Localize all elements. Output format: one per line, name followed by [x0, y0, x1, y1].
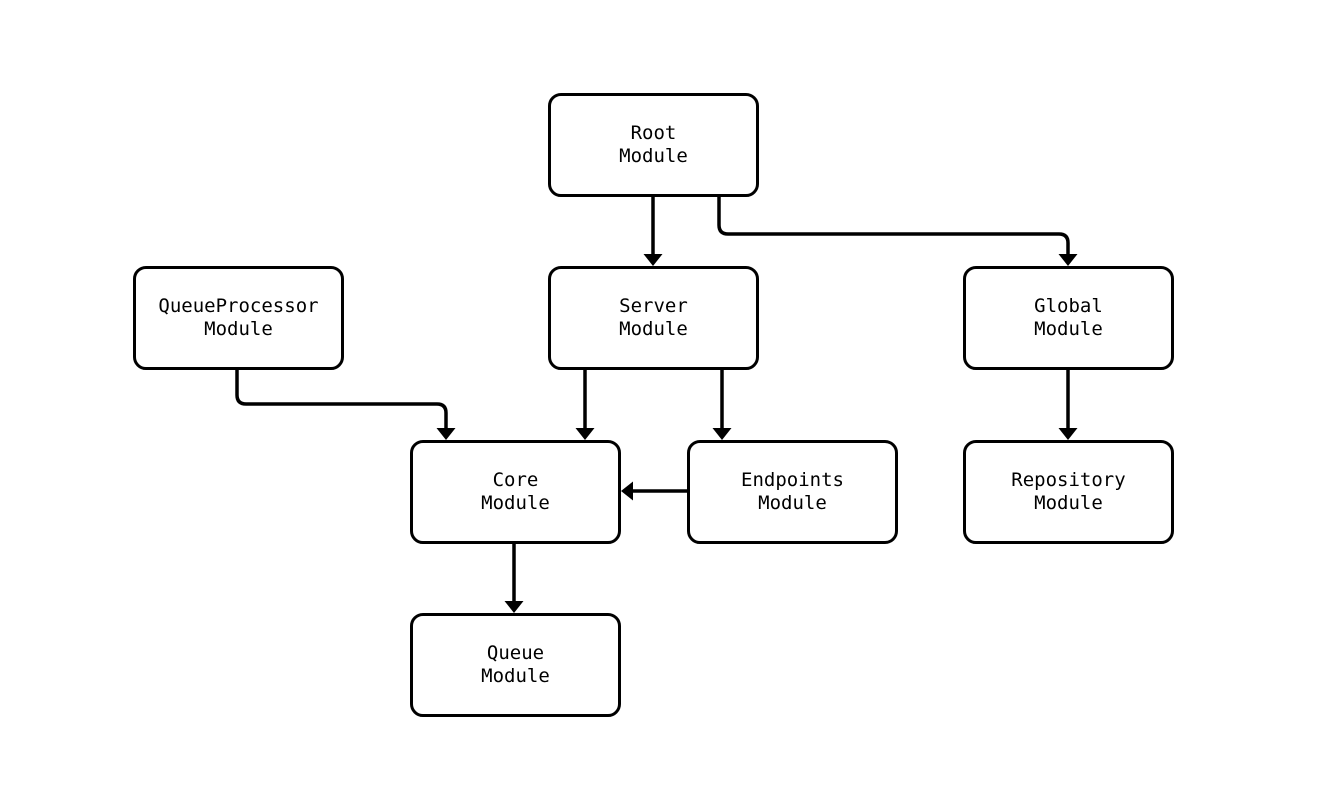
- edge-root-to-global: [717, 197, 1070, 255]
- node-label-line1: Repository: [1011, 469, 1126, 491]
- node-label-line2: Module: [619, 145, 688, 167]
- node-label-line2: Module: [481, 665, 550, 687]
- edge-queueprocessor-to-core: [235, 370, 448, 429]
- node-label-line1: Core: [492, 469, 539, 491]
- node-label-line2: Module: [1034, 318, 1103, 340]
- node-endpoints-module[interactable]: Endpoints Module: [687, 440, 898, 544]
- node-root-module[interactable]: Root Module: [548, 93, 759, 197]
- node-server-module[interactable]: Server Module: [548, 266, 759, 370]
- node-repository-module[interactable]: Repository Module: [963, 440, 1174, 544]
- node-label-line2: Module: [204, 318, 273, 340]
- node-queueprocessor-module[interactable]: QueueProcessor Module: [133, 266, 344, 370]
- arrowhead-root-to-global: [1058, 254, 1078, 266]
- arrowhead-root-to-server: [643, 254, 663, 266]
- node-label-line1: Queue: [486, 642, 545, 664]
- node-label-line1: QueueProcessor: [158, 295, 319, 317]
- arrowhead-core-to-queue: [504, 601, 524, 613]
- node-core-module[interactable]: Core Module: [410, 440, 621, 544]
- node-label-line2: Module: [1034, 492, 1103, 514]
- arrowhead-server-to-core: [575, 428, 595, 440]
- node-label-line1: Endpoints: [741, 469, 844, 491]
- node-label-line2: Module: [758, 492, 827, 514]
- node-label-line2: Module: [619, 318, 688, 340]
- node-label-line1: Global: [1034, 295, 1103, 317]
- node-label-line1: Root: [630, 122, 677, 144]
- arrowhead-endpoints-to-core: [621, 481, 633, 501]
- arrowhead-global-to-repository: [1058, 428, 1078, 440]
- arrowhead-server-to-endpoints: [712, 428, 732, 440]
- node-global-module[interactable]: Global Module: [963, 266, 1174, 370]
- node-label-line2: Module: [481, 492, 550, 514]
- node-queue-module[interactable]: Queue Module: [410, 613, 621, 717]
- node-label-line1: Server: [619, 295, 688, 317]
- arrowhead-queueprocessor-to-core: [436, 428, 456, 440]
